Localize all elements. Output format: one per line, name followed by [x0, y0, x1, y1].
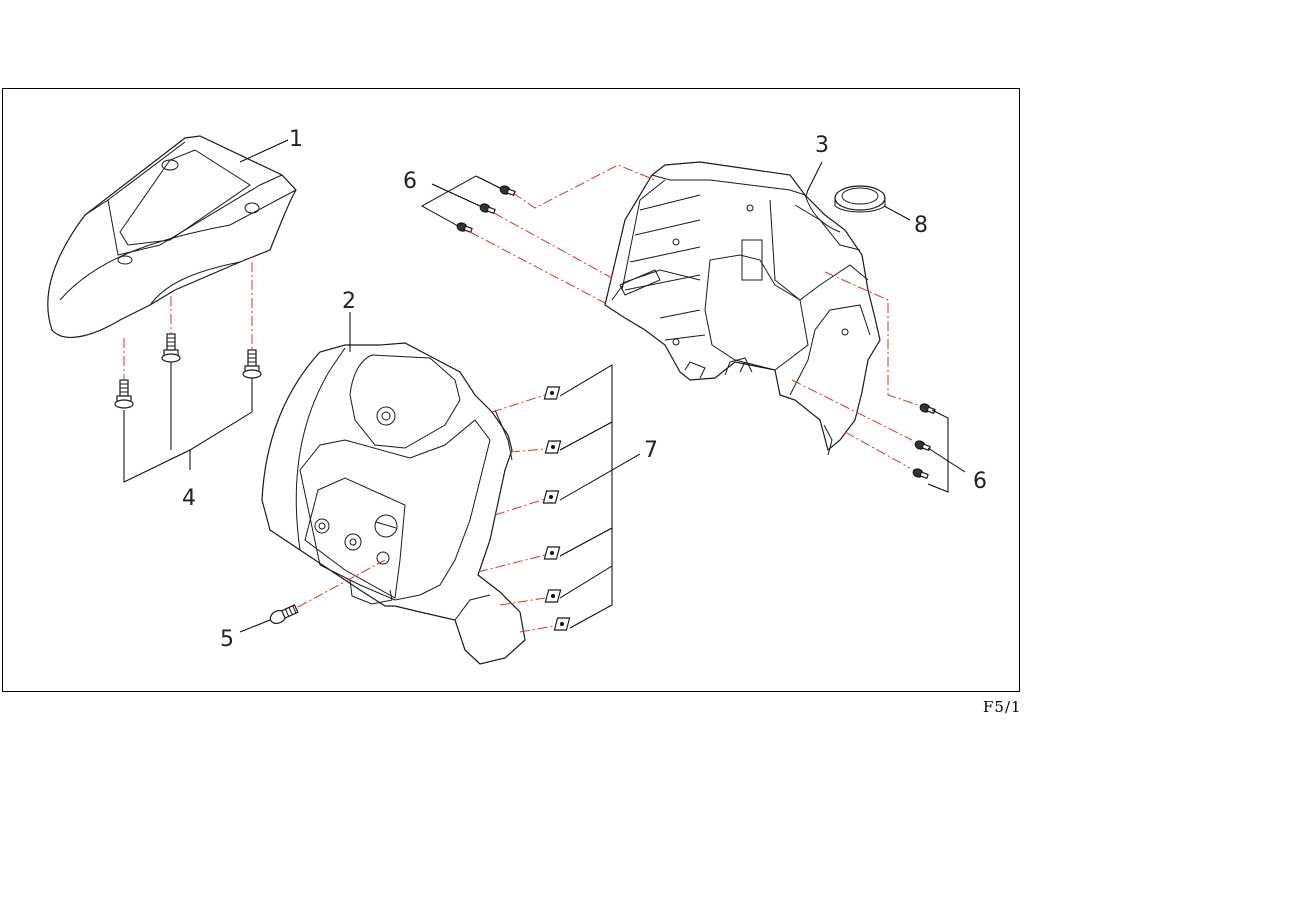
callout-6-right: 6	[973, 469, 987, 494]
callout-4: 4	[182, 486, 196, 511]
callout-8: 8	[914, 213, 928, 238]
callout-3: 3	[815, 133, 829, 158]
screw-5	[269, 604, 299, 625]
screws-6-right	[912, 403, 936, 480]
fender-bolts	[114, 333, 262, 409]
front-cover-part	[261, 342, 526, 665]
diagram-frame	[2, 88, 1020, 692]
callout-7: 7	[644, 438, 658, 463]
callout-6-left: 6	[403, 169, 417, 194]
inner-cover-part	[604, 161, 881, 456]
cap-ring-8	[834, 185, 886, 213]
page-code: F5/1	[983, 698, 1022, 716]
screws-6-left	[456, 185, 516, 234]
callout-5: 5	[220, 627, 234, 652]
callout-1: 1	[289, 127, 303, 152]
callout-2: 2	[342, 289, 356, 314]
clip-nuts	[542, 386, 571, 631]
front-fender-part	[47, 135, 297, 339]
